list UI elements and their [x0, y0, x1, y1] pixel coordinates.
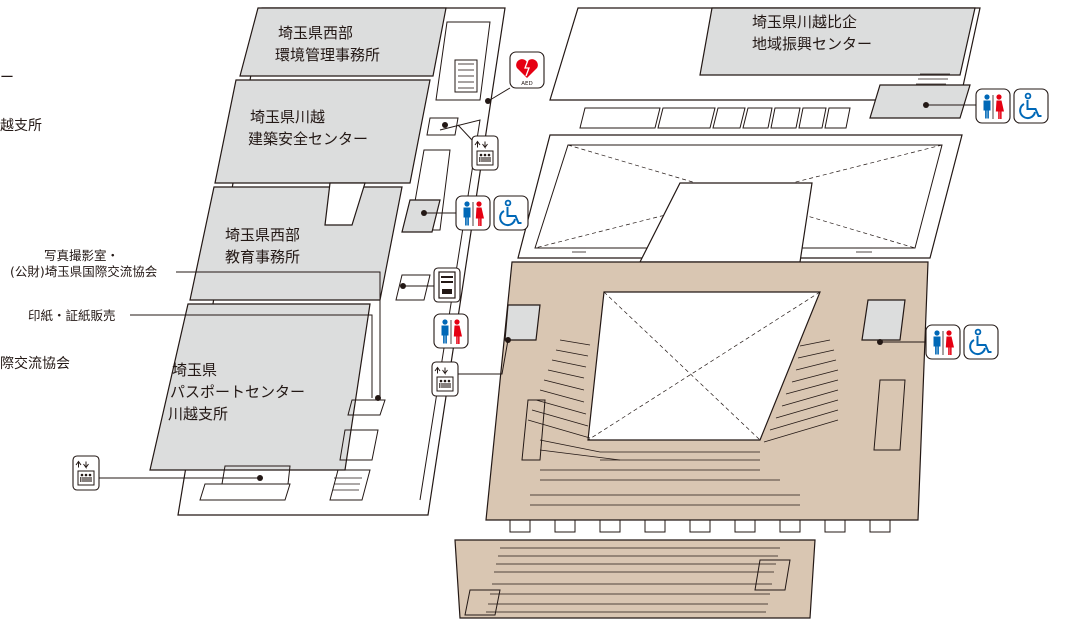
concert-hall: [485, 261, 929, 533]
left-building: [149, 7, 506, 516]
room-label-environment-line2: 環境管理事務所: [275, 46, 380, 64]
room-label-building-safety-line2: 建築安全センター: [248, 130, 368, 148]
room-label-regional-line2: 地域振興センター: [752, 35, 872, 53]
room-label-passport-line1: 埼玉県: [172, 361, 217, 379]
cutoff-label-3: 際交流協会: [0, 355, 70, 372]
restroom-icon: [433, 313, 469, 349]
room-label-building-safety-line1: 埼玉県川越: [250, 108, 325, 126]
vending-machine-icon: [433, 267, 461, 303]
elevator-icon: [431, 361, 459, 397]
wheelchair-icon: [493, 195, 529, 231]
office-block-regional: [699, 7, 976, 76]
balcony-section: [454, 539, 816, 619]
callout-stamp-sales: 印紙・証紙販売: [28, 308, 116, 323]
elevator-icon: [72, 455, 100, 491]
room-label-regional-line1: 埼玉県川越比企: [752, 13, 857, 31]
office-block-1: [239, 7, 447, 77]
aed-label: AED: [521, 81, 532, 87]
right-building: [517, 7, 981, 263]
room-label-education-line1: 埼玉県西部: [225, 226, 300, 244]
room-label-passport-line3: 川越支所: [168, 405, 228, 423]
room-label-education-line2: 教育事務所: [225, 248, 300, 266]
room-label-environment-line1: 埼玉県西部: [278, 24, 353, 42]
cutoff-label-1: ー: [0, 70, 14, 86]
cutoff-label-2: 越支所: [0, 118, 42, 134]
restroom-icon: [975, 88, 1011, 124]
office-block-2: [214, 79, 431, 184]
restroom-icon: [925, 324, 961, 360]
wheelchair-icon: [963, 324, 999, 360]
elevator-icon: [471, 135, 499, 171]
wheelchair-icon: [1013, 88, 1049, 124]
restroom-icon: [455, 195, 491, 231]
callout-photo-room-line1: 写真撮影室・: [44, 248, 119, 263]
room-label-passport-line2: パスポートセンター: [170, 383, 305, 401]
callout-photo-room-line2: (公財)埼玉県国際交流協会: [10, 264, 158, 279]
aed-icon: AED: [509, 51, 545, 89]
